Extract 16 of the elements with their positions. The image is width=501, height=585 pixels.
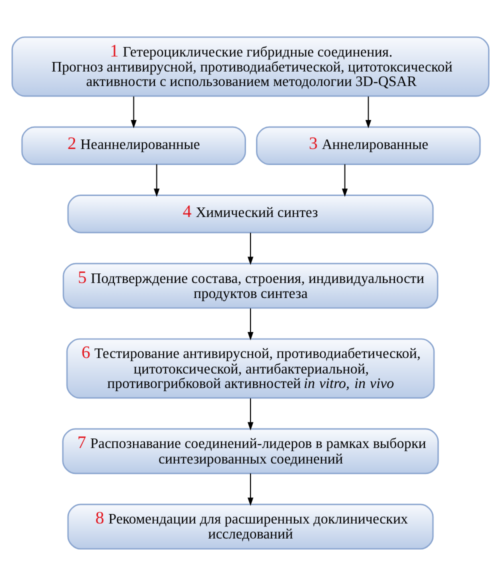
node-box: 1 Гетероциклические гибридные соединения. Прогноз антивирусной, противодиабетической, цитотоксической активности с использованием методологии 3D-QSAR xyxy=(12,36,490,96)
arrow xyxy=(248,398,254,430)
node-box: 4 Химический синтез xyxy=(67,194,434,233)
arrow xyxy=(154,164,160,196)
arrow xyxy=(130,96,137,128)
node-box: 6 Тестирование антивирусной, противодиабетической, цитотоксической, антибактериальной, противогрибковой активностей in vitro, in vivo xyxy=(66,338,435,398)
arrow xyxy=(248,232,254,265)
node-box: 3 Аннелированные xyxy=(256,126,481,164)
arrow xyxy=(248,472,254,506)
arrow xyxy=(248,308,254,340)
node-box: 5 Подтверждение состава, строения, индивидуальности продуктов синтеза xyxy=(62,262,438,308)
arrow xyxy=(342,164,348,196)
node-box: 8 Рекомендации для расширенных доклинических исследований xyxy=(67,503,434,550)
node-box: 2 Неаннелированные xyxy=(21,126,246,164)
node-box: 7 Распознавание соединений-лидеров в рамках выборки синтезированных соединений xyxy=(62,428,439,474)
arrow xyxy=(365,96,372,128)
